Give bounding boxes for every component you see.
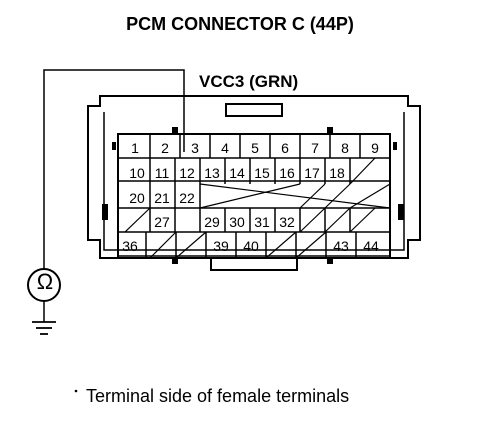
terminal-number: 18 — [329, 165, 345, 181]
terminal-number: 3 — [191, 140, 199, 156]
caption: Terminal side of female terminals — [86, 386, 350, 406]
connector-top-key-right — [327, 127, 333, 133]
terminal-number: 44 — [363, 238, 379, 254]
blocked-cavity-line — [199, 183, 301, 209]
unused-cavity-slash — [299, 207, 326, 233]
unused-cavity-slash — [349, 207, 376, 233]
connector-left-latch — [102, 204, 108, 220]
terminal-number: 1 — [131, 140, 139, 156]
probe-wire — [43, 69, 185, 270]
terminal-number: 10 — [129, 165, 145, 181]
terminal-number: 13 — [204, 165, 220, 181]
terminal-number: 20 — [129, 190, 145, 206]
connector-bottom-tab — [210, 257, 298, 271]
unused-cavity-slash — [149, 231, 177, 259]
terminal-number: 11 — [155, 165, 170, 181]
terminal-number: 29 — [204, 214, 220, 230]
terminal-number: 36 — [122, 238, 138, 254]
terminal-number: 31 — [254, 214, 270, 230]
ohmmeter-symbol: Ω — [36, 269, 54, 294]
connector-left-mark — [112, 142, 116, 150]
connector-title: PCM CONNECTOR C (44P) — [126, 14, 354, 34]
terminal-number: 22 — [179, 190, 195, 206]
connector-right-latch — [398, 204, 404, 220]
connector-right-mark — [393, 142, 397, 150]
terminal-number: 7 — [311, 140, 319, 156]
blocked-cavity-line — [349, 183, 391, 209]
terminal-number: 8 — [341, 140, 349, 156]
terminal-grid — [117, 133, 391, 259]
blocked-cavity-line — [299, 183, 326, 209]
unused-cavity-slash — [124, 207, 151, 233]
unused-cavity-slash — [349, 157, 376, 185]
unused-cavity-slash — [265, 231, 297, 259]
terminal-number: 12 — [179, 165, 195, 181]
unused-cavity-slash — [295, 231, 327, 259]
connector-housing-inner — [103, 112, 405, 251]
connector-top-key-left — [172, 127, 178, 133]
terminal-number: 27 — [154, 214, 170, 230]
terminal-number: 2 — [161, 140, 169, 156]
connector-bottom-key-right — [327, 258, 333, 264]
connector-top-tab — [225, 103, 283, 117]
terminal-block-outline — [117, 133, 391, 259]
terminal-number: 15 — [254, 165, 270, 181]
terminal-number: 43 — [333, 238, 349, 254]
terminal-number: 40 — [243, 238, 259, 254]
blocked-cavity-line — [199, 183, 391, 209]
terminal-number: 16 — [279, 165, 295, 181]
unused-cavity-slash — [324, 183, 351, 209]
terminal-number: 6 — [281, 140, 289, 156]
unused-cavity-slash — [175, 231, 207, 259]
unused-cavity-slash — [324, 207, 351, 233]
connector-bottom-key-left — [172, 258, 178, 264]
wire-label: VCC3 (GRN) — [199, 72, 299, 91]
terminal-number: 39 — [213, 238, 229, 254]
ohmmeter-circle — [27, 268, 61, 302]
terminal-number: 4 — [221, 140, 229, 156]
terminal-number: 30 — [229, 214, 245, 230]
terminal-number: 14 — [229, 165, 245, 181]
connector-housing-outer — [87, 95, 421, 259]
terminal-number: 9 — [371, 140, 379, 156]
terminal-number: 17 — [304, 165, 320, 181]
ground-symbol-icon — [32, 321, 56, 335]
caption-bullet — [74, 389, 78, 393]
terminal-number: 5 — [251, 140, 259, 156]
terminal-number: 21 — [154, 190, 170, 206]
terminal-number: 32 — [279, 214, 295, 230]
